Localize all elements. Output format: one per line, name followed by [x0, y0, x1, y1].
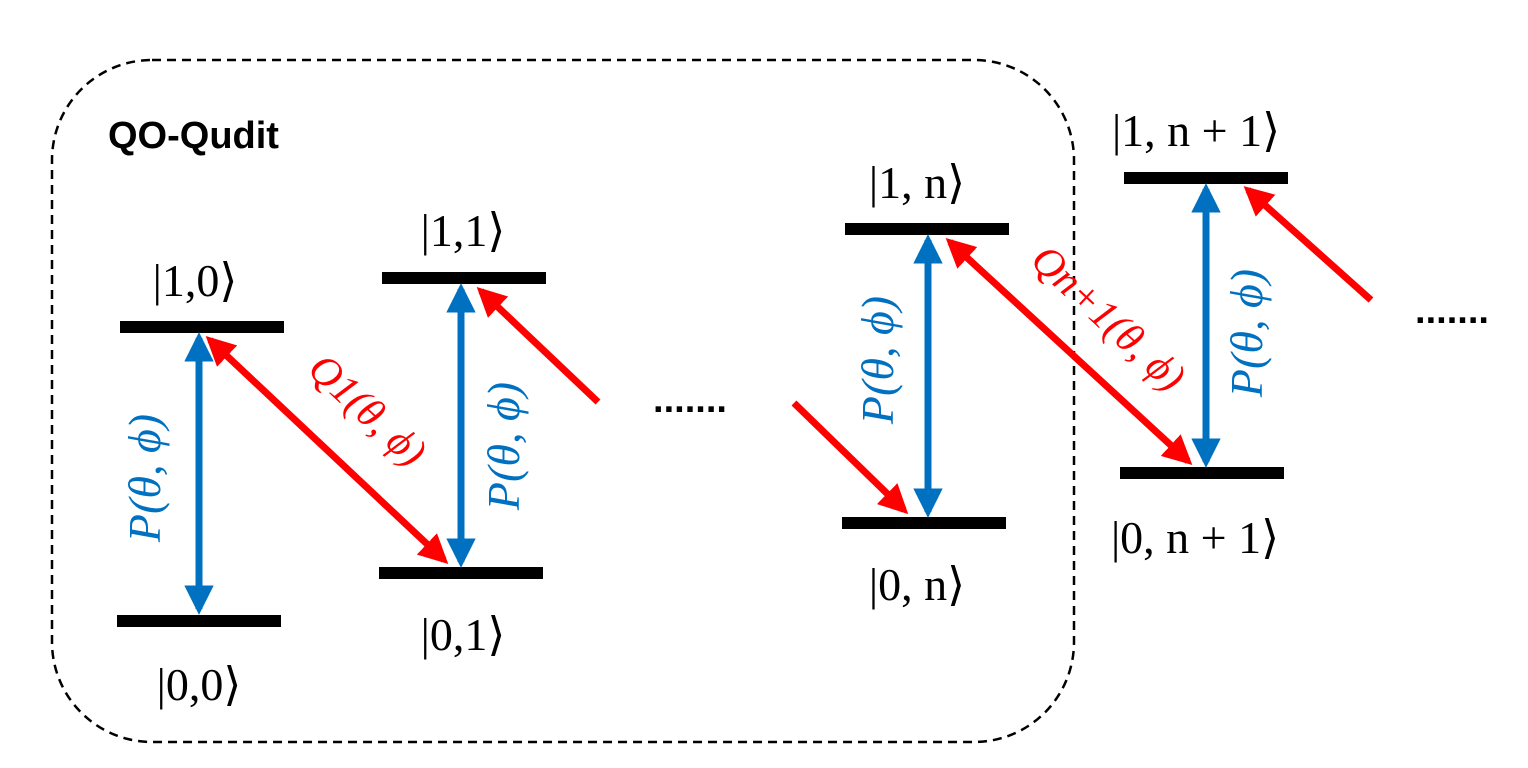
- level-label-0-1: |0,1⟩: [421, 609, 506, 660]
- p-label-0: P(θ, ϕ): [119, 414, 170, 543]
- p-label-1: P(θ, ϕ): [478, 382, 529, 511]
- ellipsis-middle: .......: [653, 379, 727, 421]
- ellipsis-right: .......: [1415, 290, 1489, 332]
- q-partial-arrow-right-n1: [1243, 186, 1374, 303]
- q-partial-arrow-in-n: [791, 400, 909, 515]
- level-label-0-0: |0,0⟩: [157, 659, 242, 710]
- q1-transition-arrow: [205, 335, 449, 565]
- qn1-transition-arrow: [945, 238, 1193, 465]
- p-label-n: P(θ, ϕ): [852, 296, 903, 425]
- level-label-0-n: |0, n⟩: [869, 559, 965, 610]
- q1-label: Q1(θ, ϕ): [299, 345, 435, 476]
- q-partial-arrow-right-1: [476, 286, 601, 405]
- qn1-label: Qn+1(θ, ϕ): [1022, 236, 1194, 401]
- level-label-1-n1: |1, n + 1⟩: [1112, 105, 1280, 156]
- qo-qudit-title: QO-Qudit: [108, 115, 279, 157]
- level-label-1-1: |1,1⟩: [421, 205, 506, 256]
- level-label-1-0: |1,0⟩: [153, 255, 238, 306]
- level-label-0-n1: |0, n + 1⟩: [1111, 512, 1279, 563]
- level-label-1-n: |1, n⟩: [869, 157, 965, 208]
- p-label-n1: P(θ, ϕ): [1221, 269, 1272, 398]
